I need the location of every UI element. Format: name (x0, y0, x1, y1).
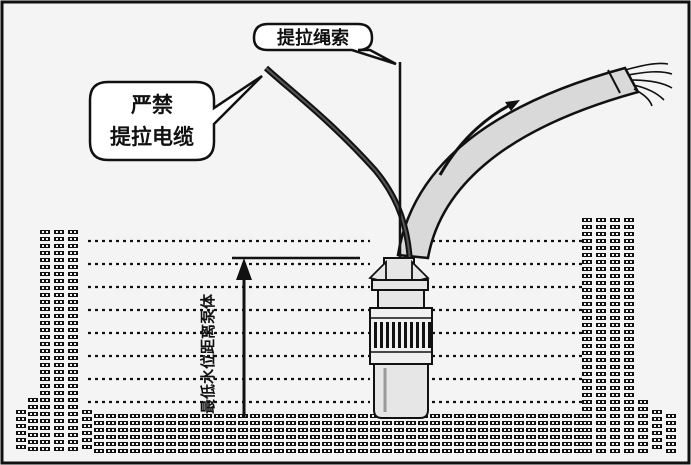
warning-callout: 严禁 提拉电缆 (88, 74, 263, 162)
wire-ends (624, 62, 673, 107)
water-level-lines (88, 239, 582, 404)
depth-arrowhead (236, 258, 252, 280)
lifting-rope-callout: 提拉绳索 (252, 22, 397, 66)
ground-hatching (16, 218, 676, 453)
lifting-rope-label: 提拉绳索 (277, 27, 349, 49)
warning-label-line2: 提拉电缆 (110, 125, 194, 149)
power-cable (263, 65, 413, 263)
depth-label: 最低水位距离泵体 (199, 293, 217, 414)
submersible-pump (368, 257, 433, 419)
discharge-hose (396, 62, 673, 260)
motor-body (373, 363, 429, 419)
warning-label-line1: 严禁 (131, 93, 173, 117)
flow-arrow (438, 102, 513, 176)
